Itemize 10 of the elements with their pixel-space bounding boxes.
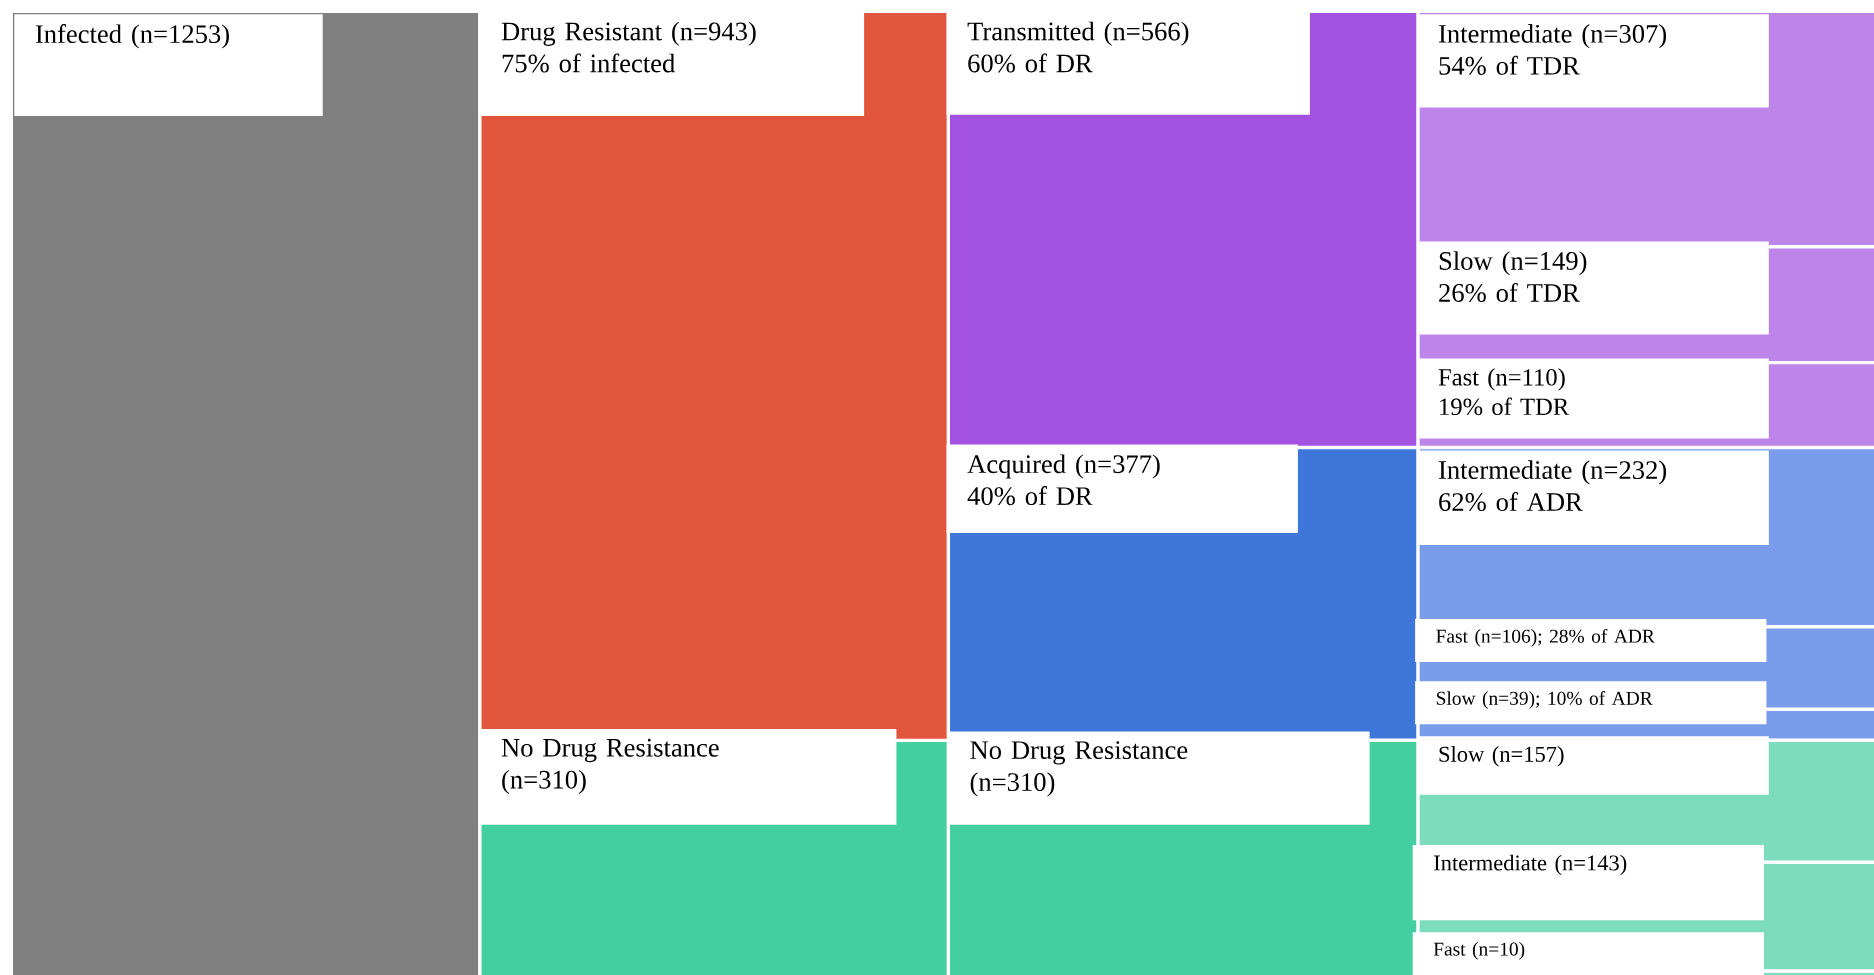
node-label: Slow (n=39); 10% of ADR — [1436, 691, 1653, 709]
tree-band: Infected (n=1253) — [12, 12, 480, 975]
tree-band: Fast (n=10) — [1412, 932, 1874, 975]
tree-band: Slow (n=149) 26% of TDR — [1417, 241, 1874, 362]
tree-band: Fast (n=110) 19% of TDR — [1417, 358, 1874, 447]
tree-band: No Drug Resistance (n=310) — [480, 729, 948, 975]
tree-band: Transmitted (n=566) 60% of DR — [946, 12, 1418, 447]
tree-band: No Drug Resistance (n=310) — [949, 731, 1418, 975]
tree-band: Acquired (n=377) 40% of DR — [946, 444, 1418, 740]
tree-band: Slow (n=39); 10% of ADR — [1415, 681, 1874, 740]
